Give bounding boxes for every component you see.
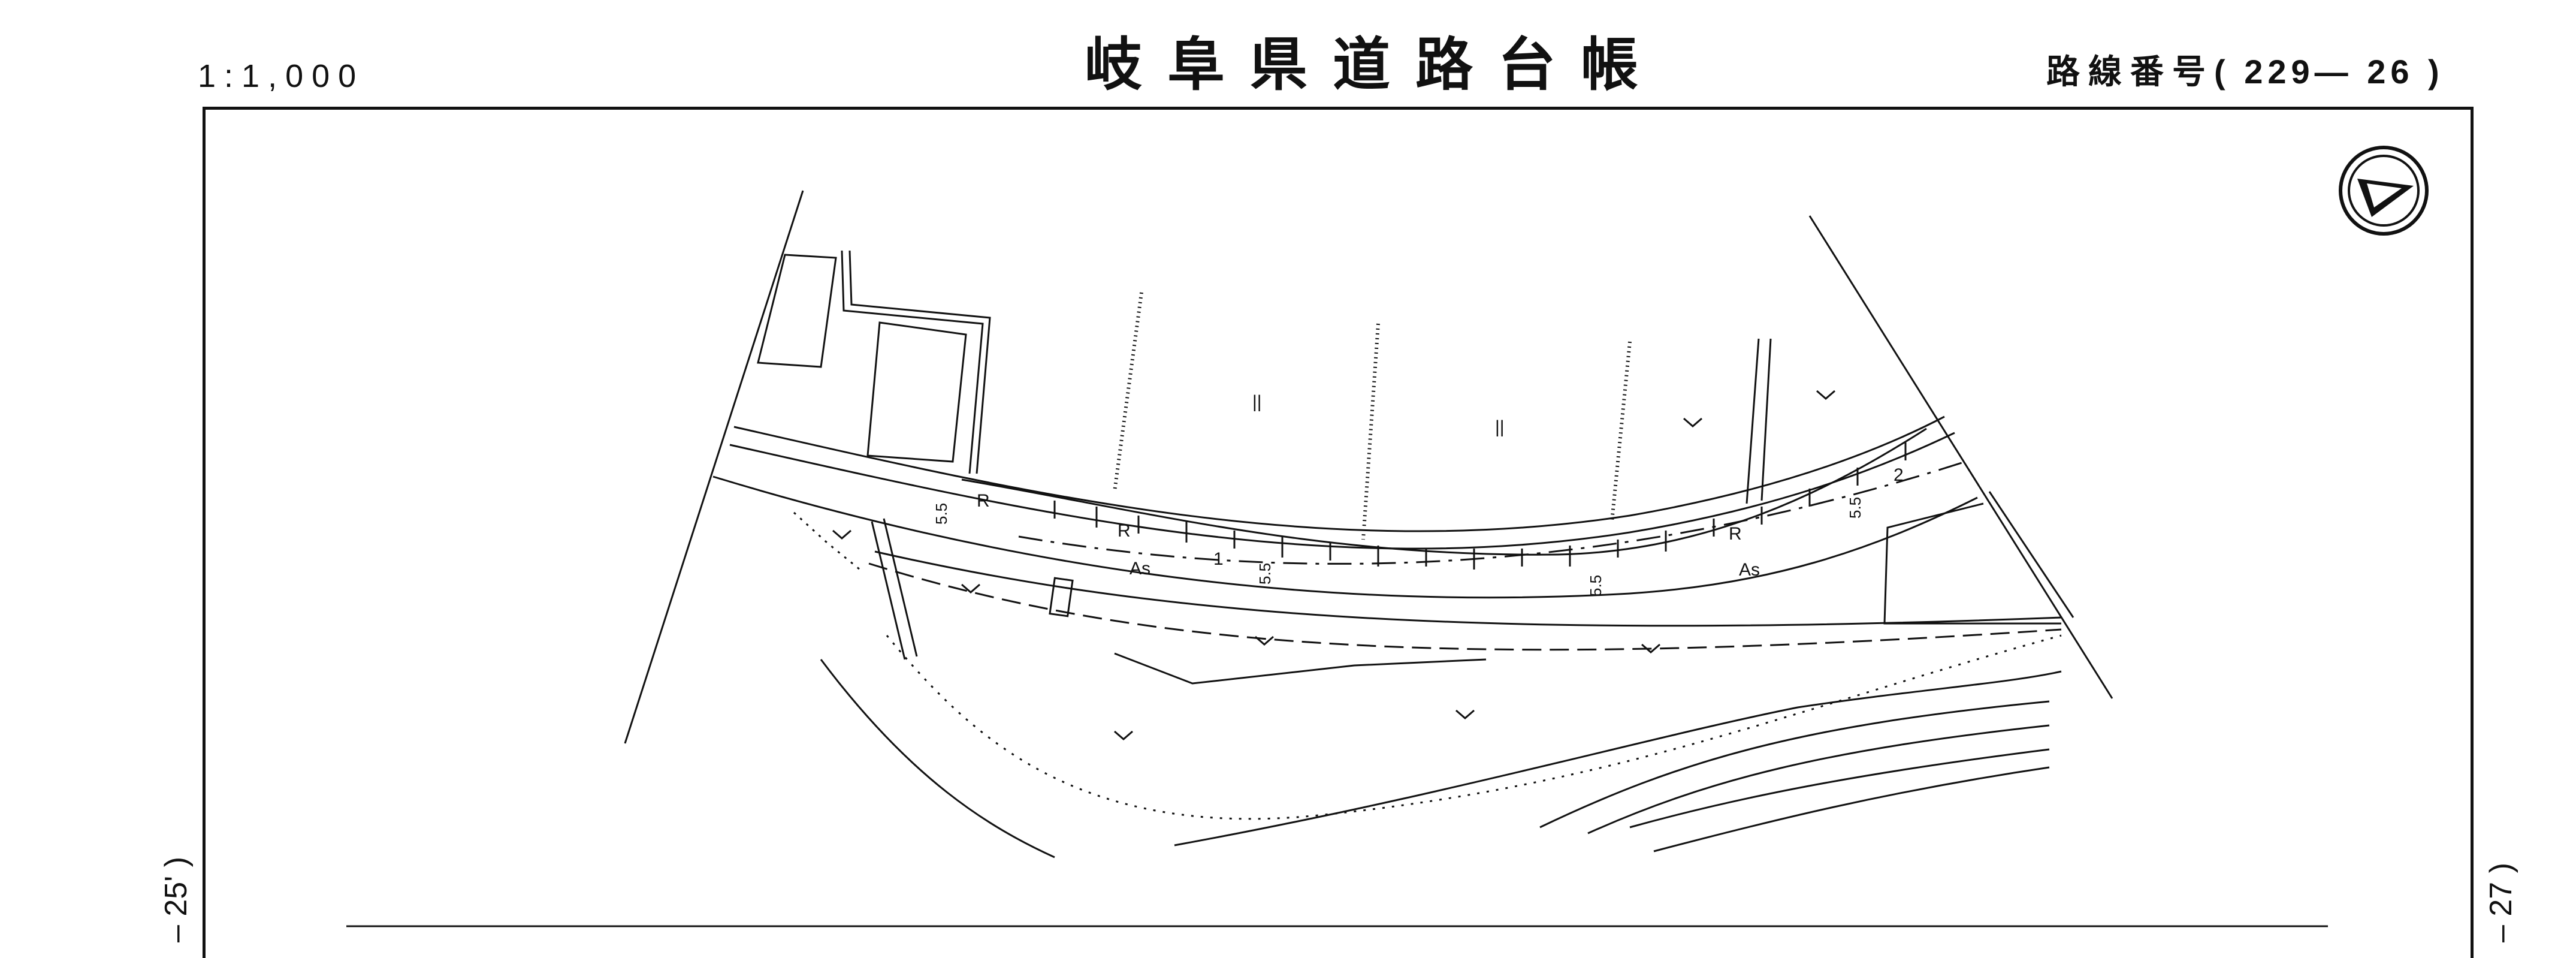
north-arrow-icon: [2339, 146, 2429, 236]
width-label-2: 5.5: [1256, 563, 1274, 585]
fence-line: [841, 250, 984, 474]
route-number: 路線番号( 229— 26 ): [2046, 55, 2444, 89]
pavement-label-1: As: [1130, 559, 1150, 579]
map-frame: [203, 107, 2474, 958]
width-label-1: 5.5: [932, 503, 950, 525]
fence-line-2: [848, 250, 991, 474]
retaining-wall-line: [961, 427, 1927, 556]
road-edge-south: [712, 475, 1978, 599]
small-structure: [1049, 577, 1074, 617]
route-number-label: 路線番号: [2046, 53, 2214, 92]
station-label-2: 2: [1894, 465, 1904, 485]
drainage-ticks: [1053, 442, 1907, 570]
right-boundary-line: [1808, 215, 2113, 699]
pavement-label-2: As: [1739, 560, 1760, 580]
field-symbol: [1816, 390, 1835, 400]
lot-divider-1: [1113, 292, 1143, 492]
field-symbol: [832, 529, 851, 540]
station-label-1: 1: [1213, 549, 1224, 569]
retaining-label-1: R: [977, 491, 990, 511]
river-line-1: [1174, 670, 2062, 846]
road-shoulder-dashed: [868, 562, 2062, 651]
right-lot-line: [1883, 502, 2061, 625]
parcel-line-2: [1760, 338, 1772, 501]
equals-mark-2: ||: [1495, 417, 1505, 437]
river-bank-dotted: [886, 634, 2062, 820]
road-edge-north-inner: [729, 432, 1955, 550]
river-line-3: [1587, 724, 2050, 835]
road-shoulder-line: [874, 550, 2062, 627]
retaining-label-2: R: [1118, 521, 1131, 541]
building-2: [866, 321, 967, 463]
river-bank-1: [820, 659, 1055, 858]
map-scale: 1:1,000: [198, 58, 365, 94]
width-label-4: 5.5: [1846, 497, 1864, 519]
parcel-line-1: [1745, 338, 1760, 504]
retaining-wall-south: [1114, 652, 1487, 685]
field-symbol: [1255, 635, 1274, 646]
left-boundary-line: [624, 190, 804, 744]
property-boundary-dotted: [793, 511, 860, 571]
equals-mark-1: ||: [1252, 392, 1262, 412]
side-road-line-2: [883, 518, 918, 657]
road-centerline: [1018, 460, 1966, 565]
field-symbol: [1683, 417, 1702, 427]
field-symbol: [961, 583, 980, 594]
route-number-value: ( 229— 26 ): [2214, 53, 2444, 91]
right-lot-diagonal: [1988, 491, 2074, 618]
road-edge-north: [733, 415, 1945, 532]
river-line-5: [1653, 766, 2050, 852]
side-road-line-1: [871, 521, 906, 660]
river-line-2: [1539, 700, 2050, 829]
lot-divider-3: [1610, 341, 1632, 522]
lot-divider-2: [1361, 323, 1380, 540]
river-line-4: [1629, 748, 2050, 829]
field-symbol: [1641, 643, 1660, 653]
building-1: [757, 254, 837, 368]
retaining-label-3: R: [1729, 524, 1742, 544]
document-title: 岐阜県道路台帳: [1085, 31, 1663, 98]
field-symbol: [1455, 709, 1475, 719]
field-symbol: [1114, 730, 1133, 740]
width-label-3: 5.5: [1587, 575, 1605, 597]
